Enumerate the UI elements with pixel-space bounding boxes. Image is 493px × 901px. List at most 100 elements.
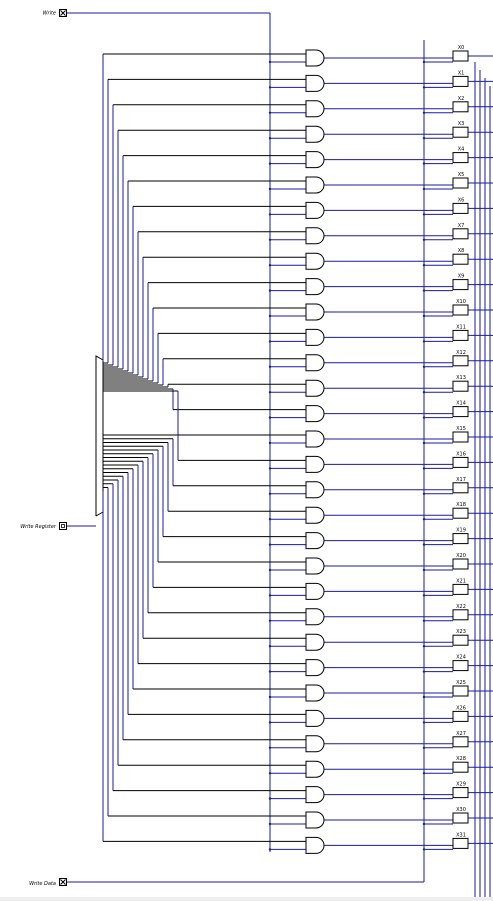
junction (422, 314, 426, 318)
and-gate (305, 659, 325, 677)
register-x16[interactable]: X16 (452, 451, 469, 468)
junction (268, 111, 272, 115)
register-x3[interactable]: X3 (452, 121, 469, 138)
junction (422, 822, 426, 826)
junction (268, 772, 272, 775)
and-gate (305, 379, 325, 397)
and-gate (305, 786, 325, 804)
junction (422, 289, 426, 292)
and-gate (305, 328, 325, 346)
register-label: X12 (456, 350, 466, 356)
junction (422, 416, 426, 419)
and-gate (305, 151, 325, 169)
register-label: X31 (456, 832, 466, 838)
register-body (452, 177, 469, 189)
register-label: X13 (456, 375, 466, 381)
register-body (452, 152, 469, 164)
register-body (452, 482, 469, 494)
register-x19[interactable]: X19 (452, 528, 469, 545)
register-x27[interactable]: X27 (452, 731, 469, 748)
junction (268, 619, 272, 622)
register-x29[interactable]: X29 (452, 782, 469, 799)
junction (422, 594, 426, 597)
register-label: X15 (456, 426, 466, 432)
junction (422, 86, 426, 89)
register-body (452, 456, 469, 468)
register-x20[interactable]: X20 (452, 553, 469, 570)
and-gate (305, 201, 325, 219)
register-x12[interactable]: X12 (452, 350, 469, 367)
junction (422, 467, 426, 470)
and-gate (305, 278, 325, 296)
and-gate (305, 252, 325, 270)
register-x7[interactable]: X7 (452, 223, 469, 240)
register-label: X4 (458, 147, 465, 153)
junction (268, 314, 272, 318)
register-x2[interactable]: X2 (452, 96, 469, 113)
register-x8[interactable]: X8 (452, 248, 469, 265)
register-x4[interactable]: X4 (452, 147, 469, 164)
write-data-pin-label: Write Data (29, 881, 56, 887)
register-x26[interactable]: X26 (452, 705, 469, 722)
canvas-footer (0, 897, 493, 901)
register-label: X6 (458, 197, 465, 203)
write-register-pin[interactable] (59, 522, 67, 530)
junction (268, 441, 272, 445)
register-label: X30 (456, 807, 466, 813)
junction (422, 365, 426, 368)
register-x25[interactable]: X25 (452, 680, 469, 697)
junction (422, 746, 426, 749)
write-pin[interactable] (59, 9, 67, 17)
register-body (452, 558, 469, 570)
and-gate (305, 735, 325, 753)
register-body (452, 787, 469, 799)
register-x9[interactable]: X9 (452, 274, 469, 291)
register-label: X25 (456, 680, 466, 686)
register-x17[interactable]: X17 (452, 477, 469, 494)
and-gate (305, 760, 325, 778)
and-gate (305, 709, 325, 727)
register-body (452, 507, 469, 519)
register-x15[interactable]: X15 (452, 426, 469, 443)
register-x28[interactable]: X28 (452, 756, 469, 773)
register-x31[interactable]: X31 (452, 832, 469, 849)
junction (268, 60, 272, 64)
junction (268, 264, 272, 267)
and-gate (305, 481, 325, 499)
and-gate (305, 811, 325, 829)
junction (422, 238, 426, 241)
register-x0[interactable]: X0 (452, 45, 469, 62)
register-x5[interactable]: X5 (452, 172, 469, 189)
register-x14[interactable]: X14 (452, 401, 469, 418)
register-x23[interactable]: X23 (452, 629, 469, 646)
and-gate (305, 582, 325, 600)
junction (268, 238, 272, 241)
register-x13[interactable]: X13 (452, 375, 469, 392)
register-label: X20 (456, 553, 466, 559)
register-body (452, 304, 469, 316)
and-gate (305, 557, 325, 575)
register-label: X19 (456, 528, 466, 534)
and-gate (305, 227, 325, 245)
register-x22[interactable]: X22 (452, 604, 469, 621)
register-x30[interactable]: X30 (452, 807, 469, 824)
register-body (452, 253, 469, 265)
register-label: X18 (456, 502, 466, 508)
register-label: X0 (458, 45, 465, 51)
junction (422, 568, 426, 572)
junction (268, 492, 272, 495)
write-data-pin[interactable] (59, 878, 67, 886)
register-x24[interactable]: X24 (452, 655, 469, 672)
register-x10[interactable]: X10 (452, 299, 469, 316)
register-x11[interactable]: X11 (452, 324, 469, 341)
register-label: X2 (458, 96, 465, 102)
register-x1[interactable]: X1 (452, 70, 469, 87)
register-body (452, 279, 469, 291)
register-x18[interactable]: X18 (452, 502, 469, 519)
and-gate (305, 125, 325, 143)
junction (268, 746, 272, 749)
register-body (452, 837, 469, 849)
register-x6[interactable]: X6 (452, 197, 469, 214)
register-x21[interactable]: X21 (452, 578, 469, 595)
register-body (452, 126, 469, 138)
